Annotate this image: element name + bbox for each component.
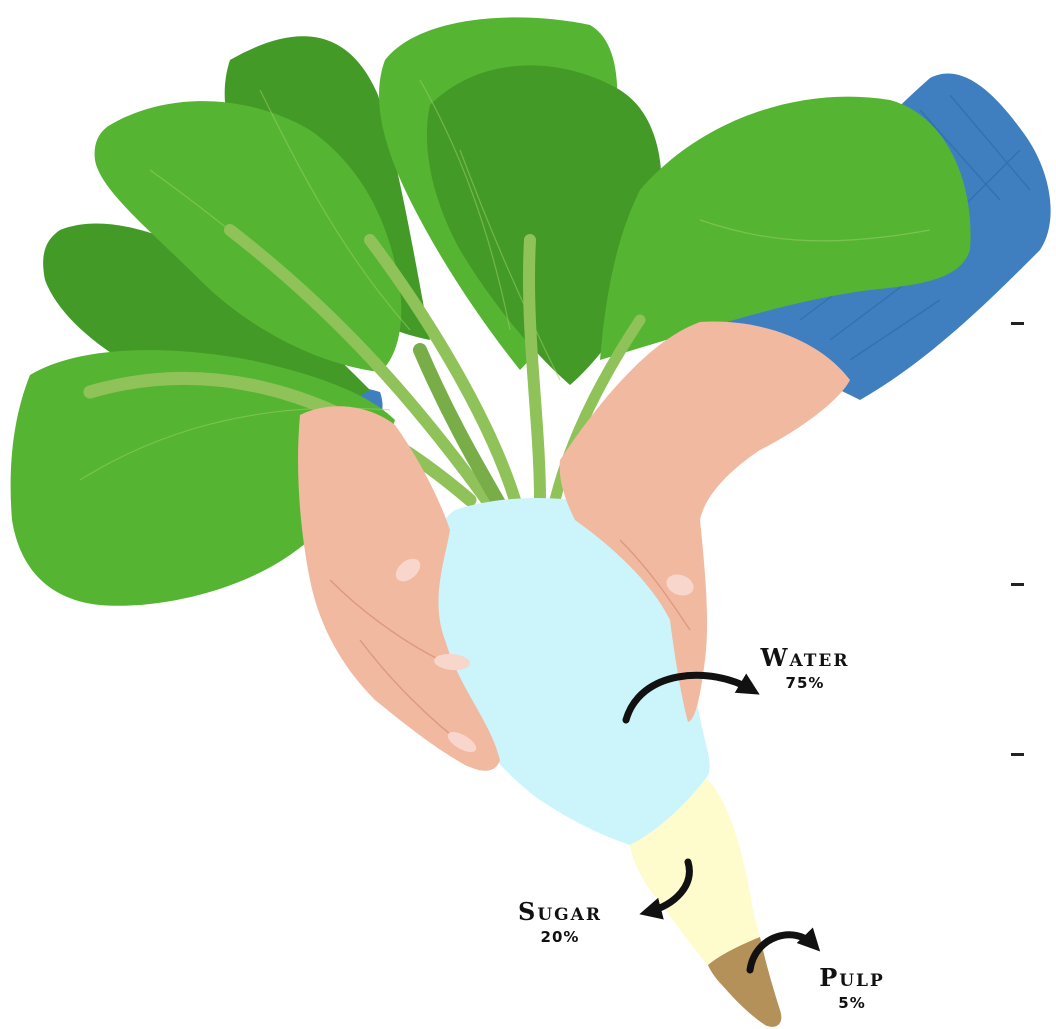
sugar-label-name: Sugar [494, 900, 626, 924]
dash-marker [1011, 753, 1024, 756]
pulp-label-percent: 5% [800, 994, 904, 1012]
sugar-label: Sugar 20% [494, 900, 626, 946]
sugar-label-percent: 20% [494, 928, 626, 946]
pulp-label: Pulp 5% [800, 966, 904, 1012]
water-label: Water 75% [738, 646, 872, 692]
water-label-name: Water [738, 646, 872, 670]
water-label-percent: 75% [738, 674, 872, 692]
pulp-label-name: Pulp [800, 966, 904, 990]
dash-marker [1011, 322, 1024, 325]
dash-marker [1011, 583, 1024, 586]
